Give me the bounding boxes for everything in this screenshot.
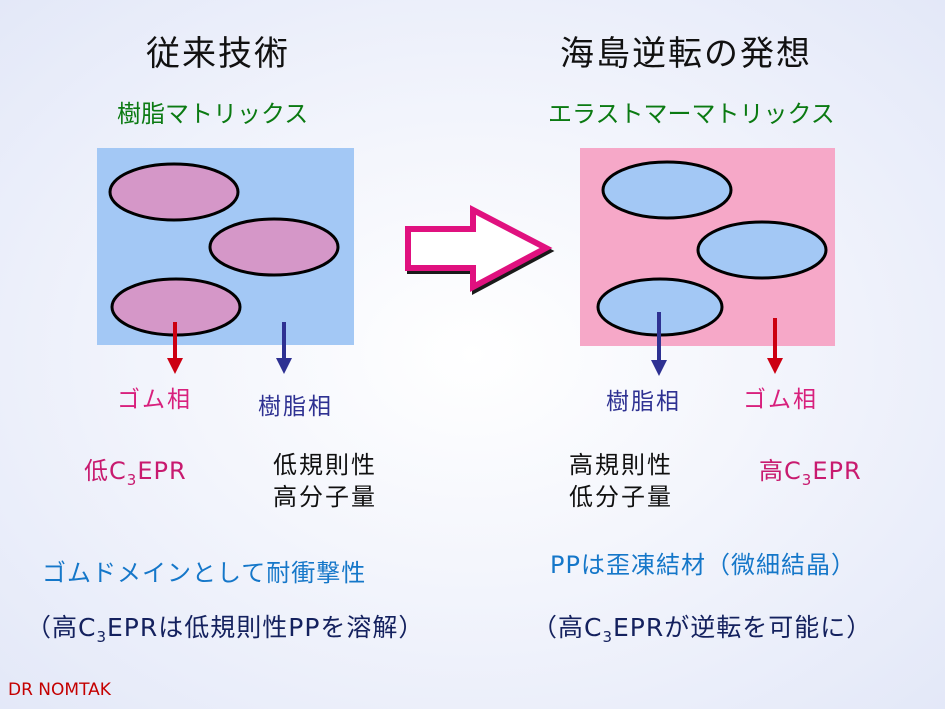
- right-note: （高C3EPRが逆転を可能に）: [532, 608, 872, 646]
- left-resin-prop: 高分子量: [273, 483, 377, 511]
- right-resin-domain: [696, 220, 828, 280]
- left-note-prefix: （高C: [26, 613, 97, 642]
- right-resin-prop: 低分子量: [569, 483, 673, 511]
- left-note: （高C3EPRは低規則性PPを溶解）: [26, 608, 424, 646]
- left-note-subscript: 3: [96, 628, 108, 646]
- left-epr-prefix: 低C: [84, 457, 127, 485]
- right-rubber-phase-label: ゴム相: [743, 387, 818, 413]
- right-note-subscript: 3: [602, 628, 614, 646]
- left-rubber-domain: [208, 217, 340, 277]
- right-resin-properties: 高規則性 低分子量: [569, 449, 673, 513]
- right-matrix-label: エラストマーマトリックス: [548, 100, 835, 128]
- left-matrix-label: 樹脂マトリックス: [117, 100, 309, 128]
- right-feature: PPは歪凍結材（微細結晶）: [550, 551, 856, 579]
- left-resin-prop: 低規則性: [273, 451, 377, 479]
- left-epr-subscript: 3: [126, 471, 138, 489]
- left-note-suffix: EPRは低規則性PPを溶解）: [107, 613, 425, 642]
- right-resin-phase-label: 樹脂相: [606, 389, 681, 415]
- right-resin-domain: [601, 160, 733, 220]
- right-title: 海島逆転の発想: [560, 34, 812, 74]
- right-epr-prefix: 高C: [759, 457, 802, 485]
- left-title: 従来技術: [146, 34, 290, 74]
- left-resin-properties: 低規則性 高分子量: [273, 449, 377, 513]
- right-note-suffix: EPRが逆転を可能に）: [613, 613, 873, 642]
- left-epr-suffix: EPR: [137, 457, 187, 485]
- left-feature: ゴムドメインとして耐衝撃性: [42, 559, 367, 587]
- right-epr-suffix: EPR: [812, 457, 862, 485]
- right-resin-prop: 高規則性: [569, 451, 673, 479]
- left-resin-phase-label: 樹脂相: [258, 394, 333, 420]
- right-note-prefix: （高C: [532, 613, 603, 642]
- credit-label: DR NOMTAK: [8, 680, 111, 700]
- right-epr-label: 高C3EPR: [759, 451, 862, 489]
- left-rubber-domain: [108, 162, 240, 222]
- right-epr-subscript: 3: [801, 471, 813, 489]
- left-rubber-phase-label: ゴム相: [117, 387, 192, 413]
- transition-arrow: [405, 205, 555, 296]
- left-epr-label: 低C3EPR: [84, 451, 187, 489]
